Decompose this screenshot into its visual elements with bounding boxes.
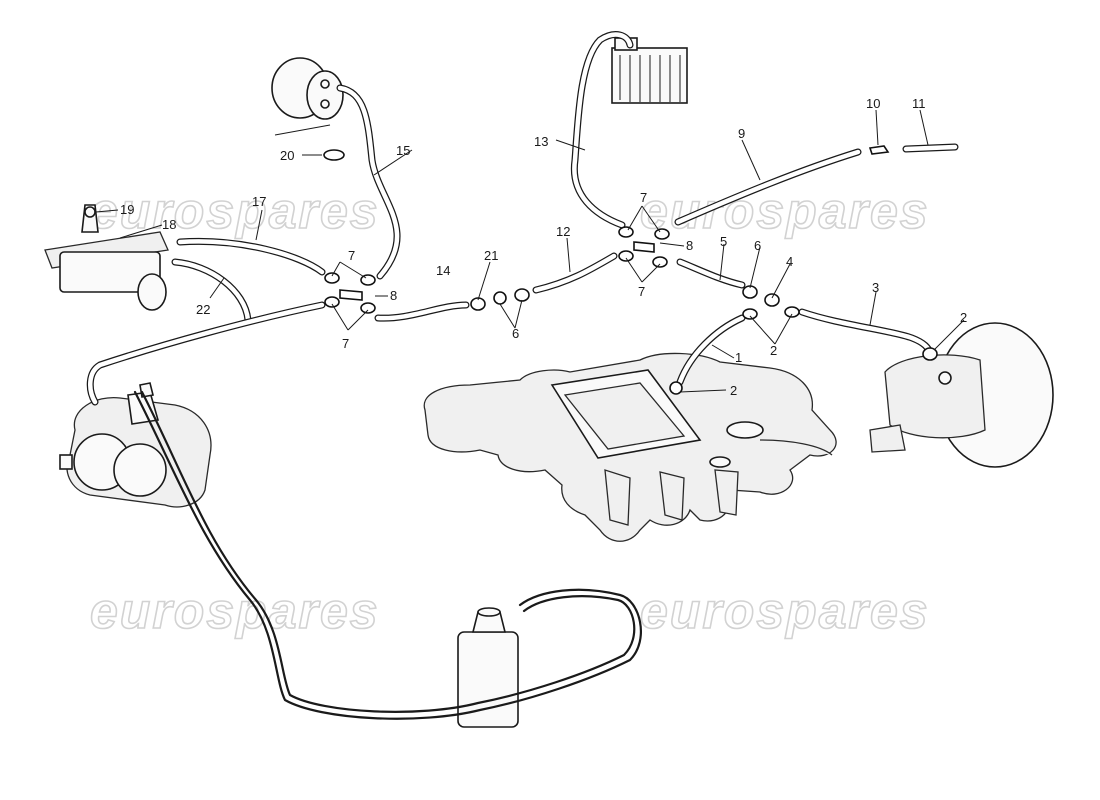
callout-9: 9 xyxy=(738,126,745,141)
vacuum-canister xyxy=(271,57,344,136)
callout-7: 7 xyxy=(348,248,355,263)
callout-7: 7 xyxy=(342,336,349,351)
callout-1: 1 xyxy=(735,350,742,365)
control-module xyxy=(611,37,688,104)
watermark: eurospares xyxy=(640,583,930,639)
callout-13: 13 xyxy=(534,134,548,149)
callout-leaders xyxy=(95,109,965,393)
callout-2: 2 xyxy=(770,343,777,358)
callout-2: 2 xyxy=(730,383,737,398)
callout-3: 3 xyxy=(872,280,879,295)
callout-6: 6 xyxy=(512,326,519,341)
callout-17: 17 xyxy=(252,194,266,209)
watermark-group: eurospares eurospares eurospares eurospa… xyxy=(89,182,930,640)
callout-5: 5 xyxy=(720,234,727,249)
watermark: eurospares xyxy=(90,183,380,239)
watermark: eurospares xyxy=(640,183,930,239)
callout-20: 20 xyxy=(280,148,294,163)
callout-11: 11 xyxy=(912,96,926,111)
hose-lines xyxy=(86,31,959,720)
callout-6: 6 xyxy=(754,238,761,253)
callout-4: 4 xyxy=(786,254,793,269)
throttle-body xyxy=(59,382,212,508)
callout-12: 12 xyxy=(556,224,570,239)
callout-19: 19 xyxy=(120,202,134,217)
callout-labels: 1 2 2 2 3 4 5 6 6 7 7 7 7 8 8 9 10 11 12… xyxy=(120,96,967,398)
brake-servo xyxy=(869,322,1054,468)
callout-7: 7 xyxy=(638,284,645,299)
callout-18: 18 xyxy=(162,217,176,232)
callout-22: 22 xyxy=(196,302,210,317)
callout-8: 8 xyxy=(686,238,693,253)
intake-manifold xyxy=(423,352,837,542)
callout-8: 8 xyxy=(390,288,397,303)
watermark: eurospares xyxy=(90,583,380,639)
callout-14: 14 xyxy=(436,263,450,278)
solenoid-valve xyxy=(44,204,169,311)
callout-10: 10 xyxy=(866,96,880,111)
callout-7: 7 xyxy=(640,190,647,205)
callout-21: 21 xyxy=(484,248,498,263)
callout-15: 15 xyxy=(396,143,410,158)
callout-2: 2 xyxy=(960,310,967,325)
